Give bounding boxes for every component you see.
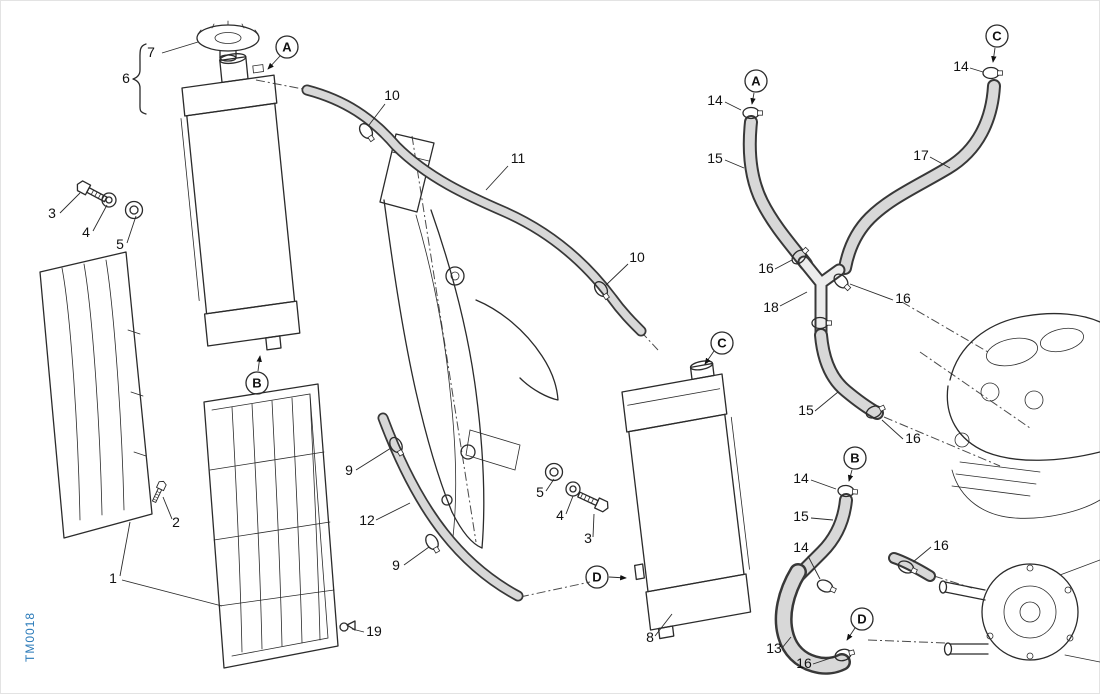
mesh-grille [203, 383, 339, 669]
part-label-16b: 16 [895, 290, 911, 306]
ref-letter-a-right-text: A [751, 74, 761, 89]
part-label-5b: 5 [536, 484, 544, 500]
part-label-4: 4 [82, 224, 90, 240]
right-radiator [621, 360, 752, 640]
ref-letter-d-right: D [846, 607, 874, 641]
part-label-10: 10 [384, 87, 400, 103]
engine-top-view [946, 312, 1100, 519]
upper-hose [301, 84, 647, 337]
ref-letter-a-left: A [267, 35, 299, 70]
left-radiator [180, 53, 301, 351]
part-label-15b: 15 [798, 402, 814, 418]
part-label-19: 19 [366, 623, 382, 639]
part-label-1: 1 [109, 570, 117, 586]
part-label-8: 8 [646, 629, 654, 645]
drawing-code: TM0018 [23, 612, 37, 662]
lower-hose [339, 412, 524, 632]
radiator-cap [196, 20, 260, 62]
construction-lines [255, 79, 1031, 644]
ref-letter-b-left: B [245, 355, 269, 395]
ref-letter-d-right-text: D [857, 612, 866, 627]
ref-letter-a-right: A [744, 69, 768, 105]
leader-lines [59, 41, 984, 665]
engine-bottom-view [938, 559, 1100, 663]
part-label-16a: 16 [758, 260, 774, 276]
hose-group-right [742, 66, 1004, 675]
part-label-16e: 16 [796, 655, 812, 671]
part-label-13: 13 [766, 640, 782, 656]
part-label-15a: 15 [707, 150, 723, 166]
reference-letters: A B C D A C B [245, 24, 1009, 641]
part-label-17: 17 [913, 147, 929, 163]
part-label-16d: 16 [933, 537, 949, 553]
part-label-4b: 4 [556, 507, 564, 523]
ref-letter-a-left-text: A [282, 40, 292, 55]
part-label-15c: 15 [793, 508, 809, 524]
part-label-14d: 14 [793, 539, 809, 555]
ref-letter-c-right-text: C [992, 29, 1002, 44]
ref-letter-d-mid-text: D [592, 570, 601, 585]
group-bracket-6 [132, 43, 147, 115]
ref-letter-b-right: B [843, 446, 867, 482]
part-label-6: 6 [122, 70, 130, 86]
part-label-9: 9 [345, 462, 353, 478]
part-label-3: 3 [48, 205, 56, 221]
part-label-14a: 14 [707, 92, 723, 108]
part-label-3b: 3 [584, 530, 592, 546]
ref-letter-c-mid: C [704, 331, 734, 365]
part-label-7: 7 [147, 44, 155, 60]
part-label-10b: 10 [629, 249, 645, 265]
part-label-2: 2 [172, 514, 180, 530]
part-label-16c: 16 [905, 430, 921, 446]
ref-letter-b-right-text: B [850, 451, 859, 466]
ref-letter-d-mid: D [585, 565, 627, 589]
ref-letter-c-right: C [985, 24, 1009, 63]
louver-panel [39, 251, 153, 539]
part-label-14b: 14 [953, 58, 969, 74]
hose-clip [339, 620, 356, 632]
fastener-set-left [74, 178, 144, 220]
ref-letter-b-left-text: B [252, 376, 261, 391]
part-label-11: 11 [511, 150, 526, 166]
fastener-set-right [544, 462, 611, 514]
part-label-12: 12 [359, 512, 375, 528]
part-label-5: 5 [116, 236, 124, 252]
part-labels: 7 6 10 11 3 4 5 2 1 9 12 9 19 10 5 4 3 8… [48, 44, 969, 671]
ref-letter-c-mid-text: C [717, 336, 727, 351]
part-label-18: 18 [763, 299, 779, 315]
part-label-9b: 9 [392, 557, 400, 573]
part-label-14c: 14 [793, 470, 809, 486]
motorcycle-frame [379, 133, 559, 549]
